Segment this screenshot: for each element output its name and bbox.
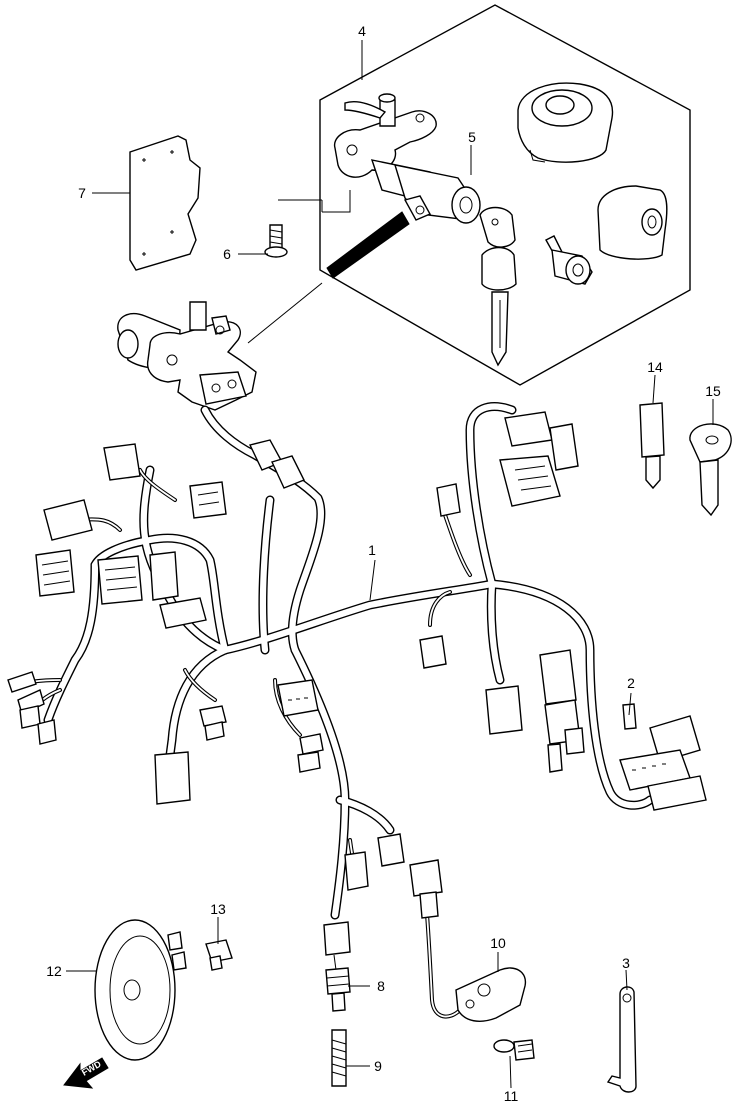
key-14 bbox=[639, 402, 665, 490]
strap-3 bbox=[606, 986, 637, 1093]
brake-switch-8 bbox=[325, 954, 351, 1012]
bolt-11 bbox=[493, 1039, 535, 1061]
callout-15: 15 bbox=[705, 383, 721, 399]
spring-9 bbox=[331, 1029, 347, 1087]
main-wiring-harness bbox=[13, 402, 655, 1019]
callout-1: 1 bbox=[368, 542, 376, 558]
sensor-10 bbox=[455, 967, 527, 1022]
callout-4: 4 bbox=[358, 23, 366, 39]
key-in-kit bbox=[479, 206, 517, 367]
screw-6 bbox=[264, 190, 351, 258]
callout-14: 14 bbox=[647, 359, 663, 375]
callout-11: 11 bbox=[503, 1088, 519, 1104]
bolt-13 bbox=[205, 939, 233, 971]
fuel-cap bbox=[517, 82, 614, 163]
callout-12: 12 bbox=[46, 963, 62, 979]
callout-2: 2 bbox=[627, 675, 635, 691]
callout-3: 3 bbox=[622, 955, 630, 971]
cover-plate bbox=[129, 135, 201, 271]
callout-10: 10 bbox=[490, 935, 506, 951]
lock-set-kit-box bbox=[247, 4, 691, 386]
callout-6: 6 bbox=[223, 246, 231, 262]
lock-cylinder bbox=[545, 235, 593, 285]
fwd-direction-arrow: FWD bbox=[63, 1057, 109, 1089]
key-15 bbox=[689, 423, 732, 517]
ignition-switch-assembly bbox=[117, 301, 257, 411]
callout-5: 5 bbox=[468, 129, 476, 145]
callout-13: 13 bbox=[210, 901, 226, 917]
seat-lock bbox=[597, 185, 668, 260]
callout-leaders bbox=[66, 40, 714, 1089]
callout-7: 7 bbox=[78, 185, 86, 201]
callout-9: 9 bbox=[374, 1058, 382, 1074]
harness-connectors bbox=[7, 411, 707, 956]
callout-8: 8 bbox=[377, 978, 385, 994]
ignition-switch bbox=[333, 93, 481, 224]
horn-12 bbox=[94, 919, 187, 1061]
